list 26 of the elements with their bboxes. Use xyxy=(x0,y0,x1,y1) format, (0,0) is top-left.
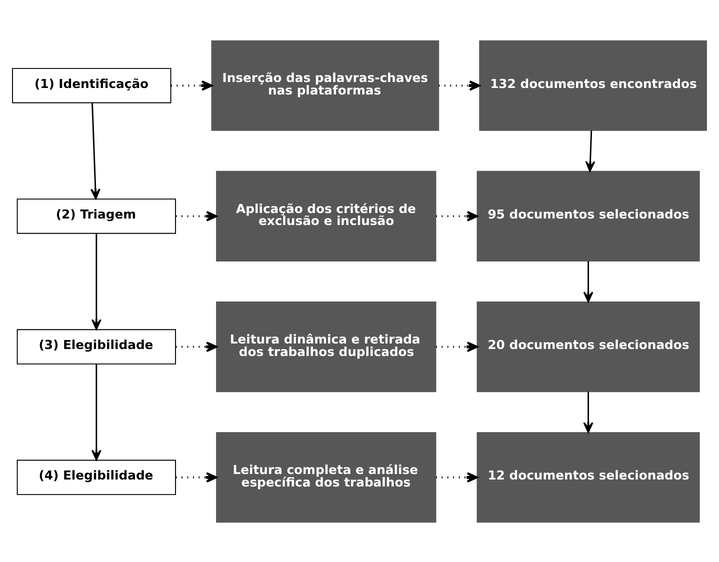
arrow xyxy=(90,102,100,199)
node-box: 132 documentos encontrados xyxy=(479,40,707,130)
node-box: Leitura dinâmica e retirada dos trabalhos duplicados xyxy=(216,301,436,392)
node-box: 95 documentos selecionados xyxy=(476,170,700,261)
node-box: Leitura completa e análise específica dos trabalhos xyxy=(216,432,436,522)
arrow xyxy=(171,80,213,90)
arrow xyxy=(583,260,594,302)
arrow xyxy=(438,80,480,90)
arrow xyxy=(176,472,218,482)
node-box: Inserção das palavras-chaves nas plataformas xyxy=(211,40,440,130)
arrow xyxy=(436,210,478,221)
arrow xyxy=(91,232,102,330)
arrow xyxy=(585,130,596,172)
node-box: 12 documentos selecionados xyxy=(476,432,700,522)
arrow xyxy=(436,472,478,482)
node-box: (2) Triagem xyxy=(16,198,176,234)
arrow xyxy=(176,341,218,352)
node-box: (4) Elegibilidade xyxy=(16,459,176,495)
node-box: (3) Elegibilidade xyxy=(16,328,176,364)
arrow xyxy=(583,391,594,432)
node-box: Aplicação dos critérios de exclusão e inclusão xyxy=(216,170,436,261)
arrow xyxy=(176,210,218,221)
node-box: 20 documentos selecionados xyxy=(476,301,700,392)
arrow xyxy=(91,364,102,460)
arrow xyxy=(436,341,478,352)
node-box: (1) Identificação xyxy=(12,67,172,103)
